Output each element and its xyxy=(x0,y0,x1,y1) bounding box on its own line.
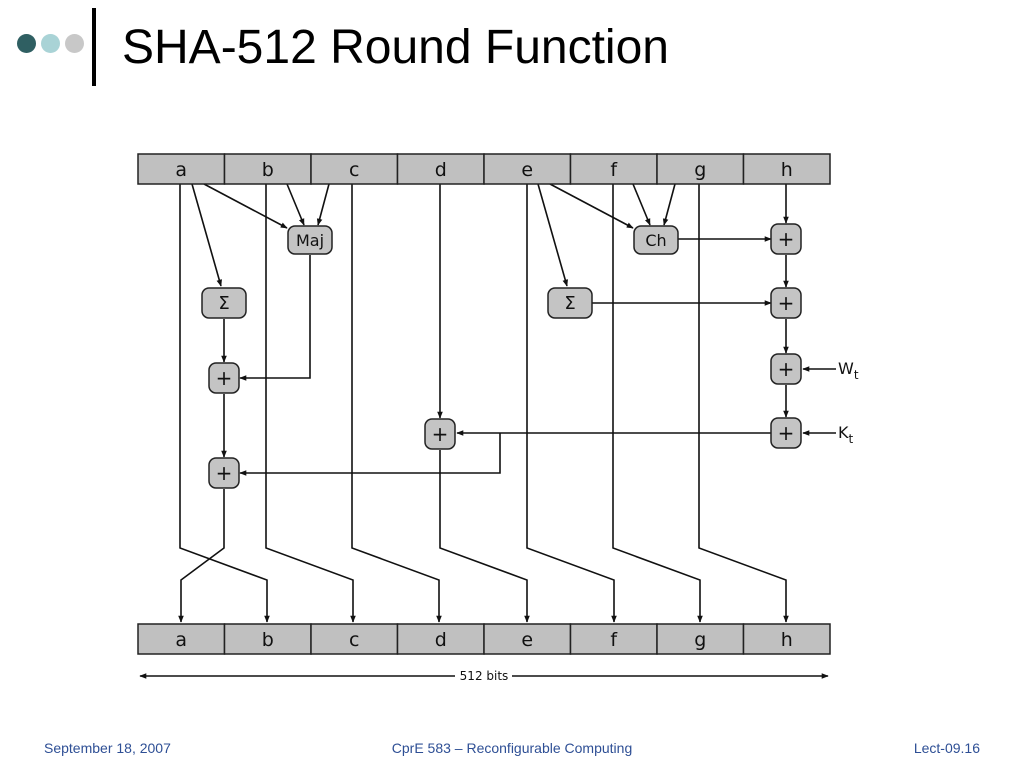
adder-plus-label: + xyxy=(216,461,233,485)
input-register-d: d xyxy=(396,153,485,185)
wire-f-to-g xyxy=(612,184,703,623)
input-register-g: g xyxy=(656,153,745,185)
output-register-f: f xyxy=(569,623,658,655)
input-register-label: h xyxy=(781,159,793,181)
footer-course: CprE 583 – Reconfigurable Computing xyxy=(391,740,633,756)
output-register-c: c xyxy=(310,623,399,655)
wire-f-ch xyxy=(632,183,651,226)
title-divider xyxy=(92,8,96,86)
wire-new-a xyxy=(178,489,225,623)
adder-w: + xyxy=(770,353,802,385)
input-register-f: f xyxy=(569,153,658,185)
adder-d: + xyxy=(424,418,456,450)
sigma1-box: Σ xyxy=(201,287,247,319)
wire-t1-aadd xyxy=(239,433,501,476)
input-register-h: h xyxy=(742,153,831,185)
wire-a-to-b xyxy=(179,184,270,623)
output-register-bar: a b c d e f g h xyxy=(137,623,831,655)
maj-box: Maj xyxy=(287,225,333,255)
wire-g-ch xyxy=(662,183,676,226)
w-input-label: Wt xyxy=(838,359,859,382)
wire-b-maj xyxy=(286,183,305,226)
input-register-bar: a b c d e f g h xyxy=(137,153,831,185)
sigma2-box: Σ xyxy=(547,287,593,319)
input-register-label: g xyxy=(694,159,706,181)
input-register-label: d xyxy=(435,159,447,181)
adder-plus-label: + xyxy=(432,422,449,446)
output-register-label: g xyxy=(694,629,706,651)
dot-light-teal xyxy=(41,34,60,53)
wire-a-sigma xyxy=(191,183,222,287)
output-register-e: e xyxy=(483,623,572,655)
input-register-label: f xyxy=(610,159,618,181)
output-register-label: d xyxy=(435,629,447,651)
input-register-label: e xyxy=(521,159,533,181)
output-register-label: a xyxy=(175,629,187,651)
wires xyxy=(139,183,836,679)
input-register-e: e xyxy=(483,153,572,185)
wire-maj-add xyxy=(239,255,311,381)
slide-title: SHA-512 Round Function xyxy=(122,21,669,74)
wire-g-to-h xyxy=(698,184,789,623)
footer-lecture: Lect-09.16 xyxy=(913,740,980,756)
adder-plus-label: + xyxy=(778,357,795,381)
ch-box: Ch xyxy=(633,225,679,255)
wire-a-maj xyxy=(203,183,288,229)
output-register-b: b xyxy=(223,623,312,655)
ch-label: Ch xyxy=(645,231,666,250)
dot-dark xyxy=(17,34,36,53)
width-label: 512 bits xyxy=(460,669,509,683)
wire-e-to-f xyxy=(526,184,617,623)
adder-plus-label: + xyxy=(778,291,795,315)
adder-maj: + xyxy=(208,362,240,394)
adder-plus-label: + xyxy=(216,366,233,390)
input-register-label: a xyxy=(175,159,187,181)
output-register-label: e xyxy=(521,629,533,651)
k-input-label: Kt xyxy=(838,423,854,446)
wire-new-e xyxy=(439,450,530,623)
wire-c-maj xyxy=(316,183,330,226)
adder-plus-label: + xyxy=(778,227,795,251)
maj-label: Maj xyxy=(296,231,324,250)
output-register-label: f xyxy=(610,629,618,651)
adders: + + + + + + + xyxy=(208,223,802,489)
adder-k: + xyxy=(770,417,802,449)
wire-e-sigma xyxy=(537,183,568,287)
adder-plus-label: + xyxy=(778,421,795,445)
decorative-dots-icon xyxy=(17,34,87,54)
output-register-g: g xyxy=(656,623,745,655)
output-register-label: b xyxy=(262,629,274,651)
wire-b-to-c xyxy=(265,184,356,623)
adder-h-ch: + xyxy=(770,223,802,255)
input-register-label: b xyxy=(262,159,274,181)
input-register-b: b xyxy=(223,153,312,185)
footer-date: September 18, 2007 xyxy=(44,740,171,756)
dot-gray xyxy=(65,34,84,53)
sigma1-label: Σ xyxy=(218,293,229,314)
wire-e-ch xyxy=(549,183,634,229)
wire-c-to-d xyxy=(351,184,442,623)
output-register-d: d xyxy=(396,623,485,655)
sigma2-label: Σ xyxy=(564,293,575,314)
output-register-label: h xyxy=(781,629,793,651)
input-register-label: c xyxy=(349,159,359,181)
output-register-a: a xyxy=(137,623,226,655)
output-register-label: c xyxy=(349,629,359,651)
adder-a: + xyxy=(208,457,240,489)
input-register-a: a xyxy=(137,153,226,185)
input-register-c: c xyxy=(310,153,399,185)
adder-sigma2: + xyxy=(770,287,802,319)
output-register-h: h xyxy=(742,623,831,655)
